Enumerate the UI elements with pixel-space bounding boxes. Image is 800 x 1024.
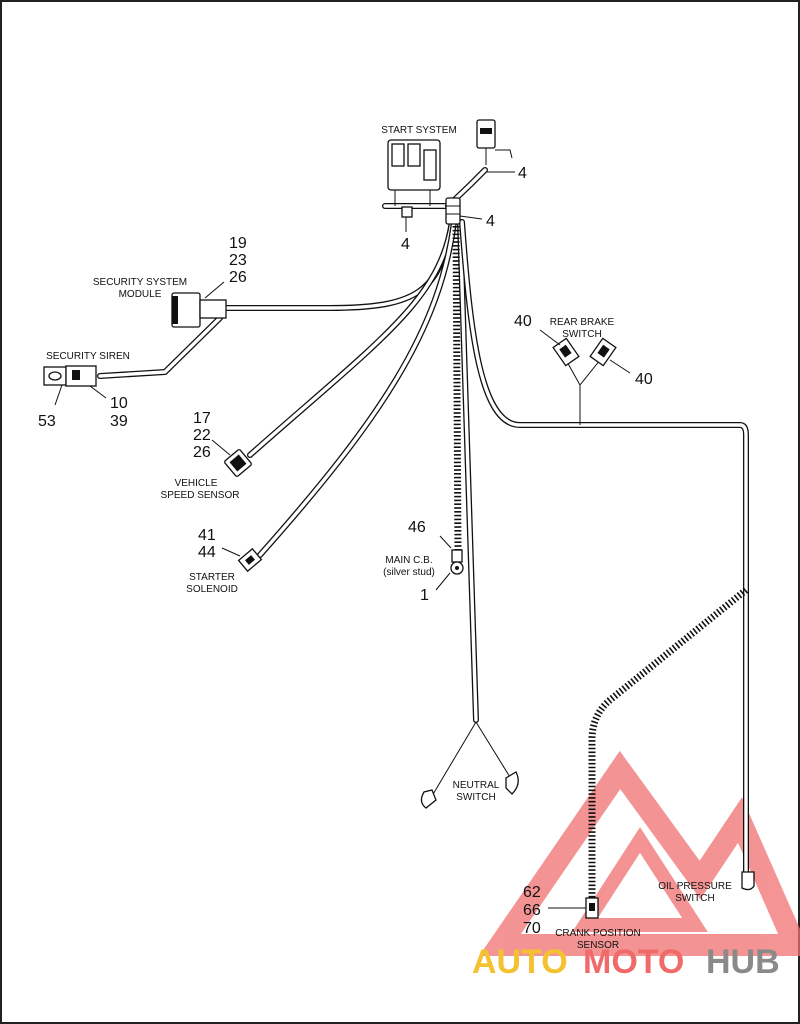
callout-speed-26: 26	[193, 444, 211, 461]
callout-starter-44: 44	[198, 544, 216, 561]
label-security-module-line2: MODULE	[119, 289, 162, 300]
callout-start-b: 4	[401, 236, 410, 253]
callout-module-19: 19	[229, 235, 247, 252]
vehicle-speed-sensor	[224, 449, 252, 477]
callout-speed-22: 22	[193, 427, 211, 444]
label-main-cb-line1: MAIN C.B.	[385, 555, 432, 566]
label-crank-line1: CRANK POSITION	[555, 928, 641, 939]
logo-text-hub: HUB	[706, 943, 780, 981]
callout-brake-40-right: 40	[635, 371, 653, 388]
harness-wires	[97, 167, 749, 900]
logo-text-moto: MOTO	[583, 943, 684, 981]
callout-speed-17: 17	[193, 410, 211, 427]
main-cb-ring-terminal	[450, 549, 464, 575]
label-neutral-line2: SWITCH	[456, 792, 495, 803]
component-labels: START SYSTEM SECURITY SYSTEM MODULE SECU…	[46, 125, 732, 951]
logo-wordmark: AUTO MOTO HUB	[472, 943, 780, 981]
logo-inner-peak	[572, 827, 708, 932]
oil-pressure-switch-terminal	[741, 871, 755, 891]
label-starter-line1: STARTER	[189, 572, 235, 583]
leader-lines	[54, 171, 631, 909]
junction-clamp	[445, 197, 461, 225]
security-siren	[43, 365, 97, 387]
callout-crank-62: 62	[523, 884, 541, 901]
label-crank-line2: SENSOR	[577, 940, 619, 951]
label-rear-brake-line1: REAR BRAKE	[550, 317, 615, 328]
watermark-logo	[479, 750, 800, 956]
callout-start-c: 4	[486, 213, 495, 230]
security-system-module	[171, 292, 227, 328]
callout-numbers: 4 4 4 19 23 26 53 10 39 17 22 26 41 44 4…	[38, 165, 653, 937]
callout-siren-10: 10	[110, 395, 128, 412]
crank-position-sensor-connector	[585, 897, 599, 919]
label-oil-pressure-line2: SWITCH	[675, 893, 714, 904]
callout-brake-40-left: 40	[514, 313, 532, 330]
callout-siren-39: 39	[110, 413, 128, 430]
label-starter-line2: SOLENOID	[186, 584, 238, 595]
label-security-siren: SECURITY SIREN	[46, 351, 130, 362]
label-start-system: START SYSTEM	[381, 125, 457, 136]
callout-module-26: 26	[229, 269, 247, 286]
callout-starter-41: 41	[198, 527, 216, 544]
callout-maincb-1: 1	[420, 587, 429, 604]
start-system-connector	[476, 119, 513, 165]
logo-mountain-mark	[479, 750, 800, 956]
logo-text-auto: AUTO	[472, 943, 568, 981]
label-vehicle-speed-line2: SPEED SENSOR	[161, 490, 240, 501]
label-rear-brake-line2: SWITCH	[562, 329, 601, 340]
label-vehicle-speed-line1: VEHICLE	[175, 478, 218, 489]
callout-maincb-46: 46	[408, 519, 426, 536]
rear-brake-switch-right	[589, 337, 617, 367]
label-oil-pressure-line1: OIL PRESSURE	[658, 881, 732, 892]
callout-crank-70: 70	[523, 920, 541, 937]
neutral-switch-terminal-right	[505, 771, 519, 795]
callout-module-23: 23	[229, 252, 247, 269]
label-security-module-line1: SECURITY SYSTEM	[93, 277, 187, 288]
starter-solenoid-connector	[237, 547, 263, 573]
callout-siren-53: 53	[38, 413, 56, 430]
start-system-relay	[387, 139, 441, 218]
neutral-switch-terminal-left	[420, 789, 437, 809]
callout-start-a: 4	[518, 165, 527, 182]
label-neutral-line1: NEUTRAL	[453, 780, 500, 791]
callout-crank-66: 66	[523, 902, 541, 919]
label-main-cb-line2: (silver stud)	[383, 567, 435, 578]
